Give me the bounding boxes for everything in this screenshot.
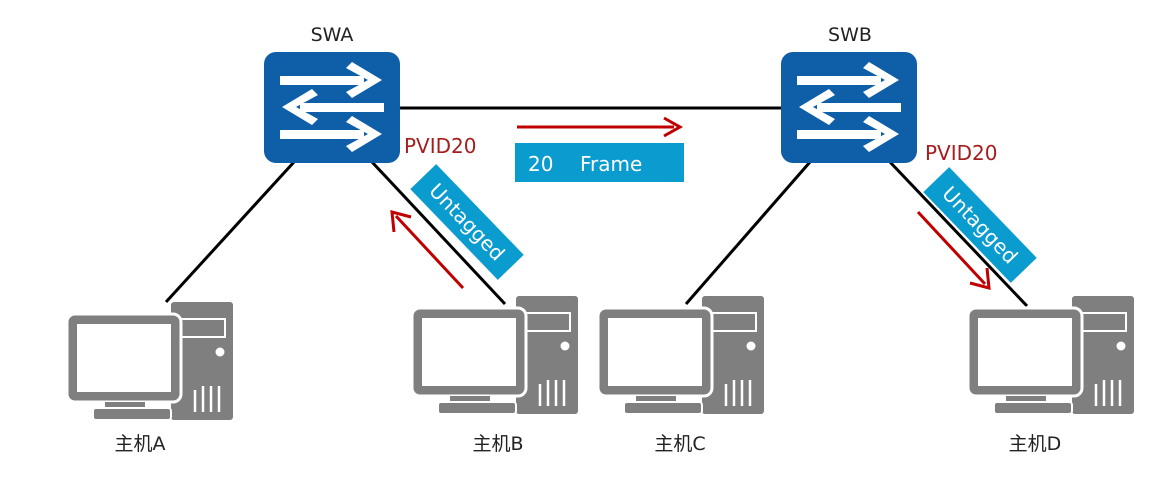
- switch-icon: [264, 52, 400, 163]
- switch-swb[interactable]: SWB: [781, 24, 917, 163]
- host-d-label: 主机D: [1009, 433, 1062, 455]
- switch-swa[interactable]: SWA: [264, 24, 400, 163]
- links: [164, 106, 1029, 308]
- host-d[interactable]: 主机D: [966, 294, 1136, 455]
- host-b[interactable]: 主机B: [410, 294, 580, 455]
- computer-icon: [410, 294, 580, 416]
- switch-swb-label: SWB: [828, 24, 872, 46]
- link-swb-host-d: [888, 160, 1029, 308]
- link-swa-host-a: [164, 160, 296, 304]
- host-a-label: 主机A: [115, 433, 166, 455]
- untagged-label-left: Untagged: [424, 178, 509, 265]
- egress-arrow-host-d: [916, 210, 991, 291]
- ingress-arrow-host-b: [390, 209, 465, 290]
- host-a[interactable]: 主机A: [65, 300, 235, 455]
- untagged-tag-right: Untagged: [923, 167, 1037, 283]
- host-c[interactable]: 主机C: [596, 294, 766, 455]
- link-swa-host-b: [370, 160, 507, 306]
- computer-icon: [596, 294, 766, 416]
- frame-label: Frame: [580, 152, 642, 176]
- trunk-direction-arrow: [517, 116, 684, 138]
- switch-icon: [781, 52, 917, 163]
- host-c-label: 主机C: [654, 433, 705, 455]
- frame-vlan-id: 20: [528, 152, 553, 176]
- pvid-label-swa: PVID20: [404, 134, 477, 158]
- switch-swa-label: SWA: [311, 24, 354, 46]
- host-b-label: 主机B: [472, 433, 523, 455]
- computer-icon: [966, 294, 1136, 416]
- pvid-label-swb: PVID20: [925, 141, 998, 165]
- link-swb-host-c: [684, 161, 812, 305]
- computer-icon: [65, 300, 235, 422]
- vlan-frame: 20 Frame: [515, 143, 684, 182]
